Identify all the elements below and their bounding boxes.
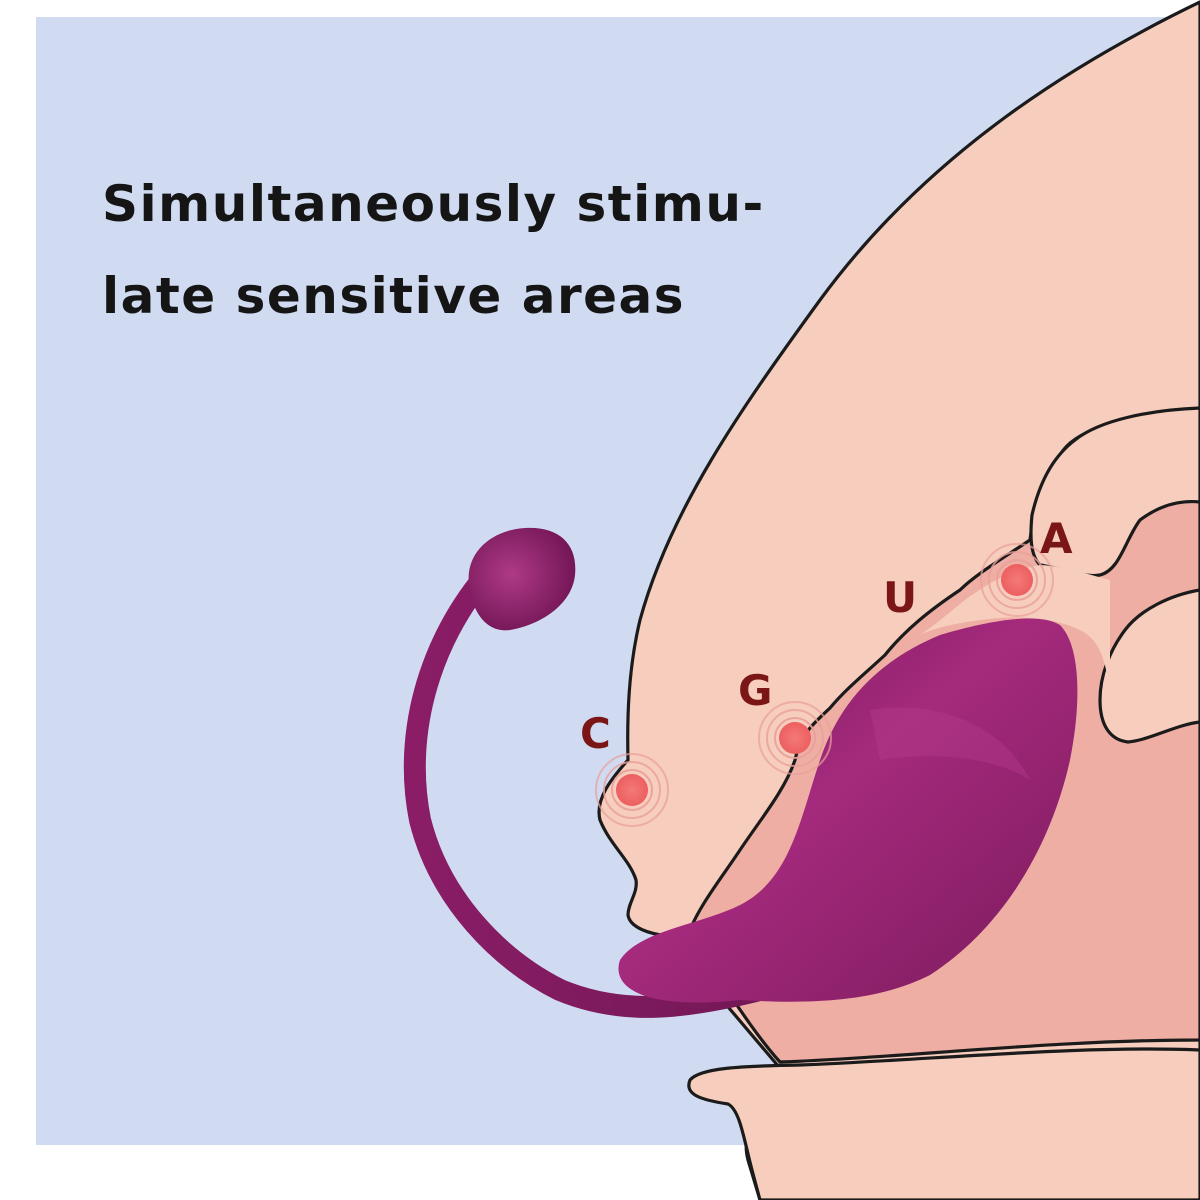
right-lobe [1098, 588, 1200, 744]
device-tail [403, 549, 771, 1018]
zone-label-g: G [738, 666, 772, 715]
device-tail-tip [468, 527, 576, 631]
device-highlight [870, 707, 1030, 780]
headline-line-2: late sensitive areas [102, 267, 686, 325]
headline-line-1: Simultaneously stimu- [102, 175, 765, 233]
hotspot-g [758, 701, 832, 775]
zone-label-u: U [883, 573, 917, 622]
hotspot-c [595, 753, 669, 827]
lower-fold [687, 1047, 1200, 1200]
hotspot-a [980, 543, 1054, 617]
zone-label-c: C [580, 709, 611, 758]
headline: Simultaneously stimu- late sensitive are… [102, 158, 765, 342]
upper-wall [920, 565, 1110, 690]
device-body [618, 618, 1078, 1003]
zone-label-a: A [1040, 514, 1073, 563]
